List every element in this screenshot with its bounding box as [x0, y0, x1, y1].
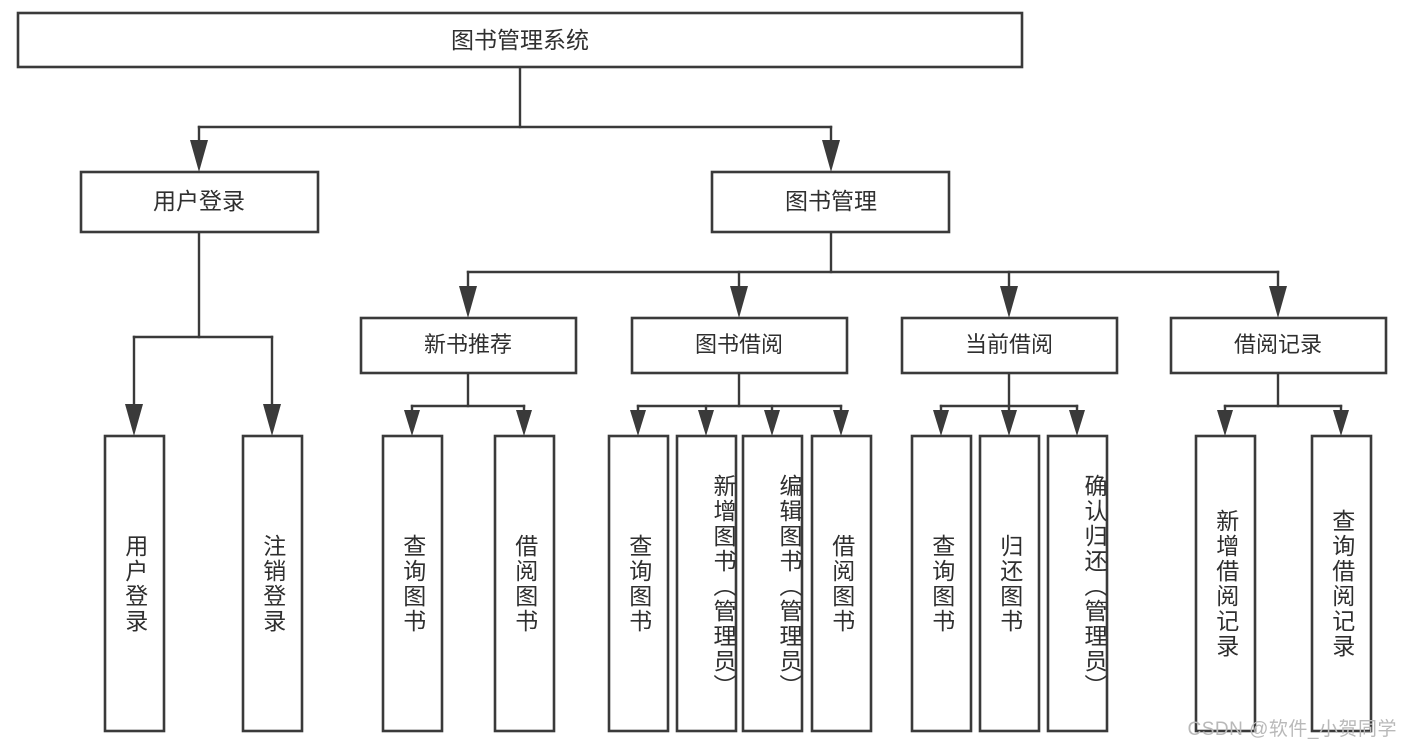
node-new-book-recommend[interactable]: 新书推荐 [359, 316, 578, 375]
arrow-to-leaf-user-login [125, 404, 143, 436]
node-leaf-query-book-borrow[interactable] [607, 434, 670, 733]
arrow-to-book-management [822, 140, 840, 172]
arrow-to-leaf-confirm-return [1069, 410, 1085, 436]
connector-current-to-leaves [933, 371, 1085, 436]
arrow-to-leaf-return-book [1001, 410, 1017, 436]
node-leaf-query-book-recommend[interactable] [381, 434, 444, 733]
node-new-book-recommend-label: 新书推荐 [424, 332, 512, 357]
node-leaf-edit-book[interactable] [741, 434, 804, 733]
arrow-to-leaf-borrow-book-recommend [516, 410, 532, 436]
connector-record-to-leaves [1217, 371, 1349, 436]
arrow-to-leaf-add-book [698, 410, 714, 436]
arrow-to-leaf-edit-book [764, 410, 780, 436]
node-leaf-borrow-book-recommend[interactable] [493, 434, 556, 733]
node-book-management[interactable]: 图书管理 [710, 170, 951, 234]
node-user-login-label: 用户登录 [153, 188, 245, 214]
node-leaf-user-login[interactable] [103, 434, 166, 733]
arrow-to-new-book-recommend [459, 286, 477, 318]
node-leaf-add-record[interactable] [1194, 434, 1257, 733]
arrow-to-leaf-query-book-current [933, 410, 949, 436]
arrow-to-user-login [190, 140, 208, 172]
connector-root-to-level2 [190, 65, 840, 172]
node-current-borrow[interactable]: 当前借阅 [900, 316, 1119, 375]
node-leaf-query-book-current[interactable] [910, 434, 973, 733]
node-user-login[interactable]: 用户登录 [79, 170, 320, 234]
watermark-text: CSDN @软件_小贺同学 [1187, 719, 1397, 740]
arrow-to-leaf-logout [263, 404, 281, 436]
node-leaf-logout[interactable] [241, 434, 304, 733]
node-borrow-record[interactable]: 借阅记录 [1169, 316, 1388, 375]
node-leaf-return-book[interactable] [978, 434, 1041, 733]
arrow-to-leaf-query-book-borrow [630, 410, 646, 436]
arrow-to-current-borrow [1000, 286, 1018, 318]
arrow-to-borrow-record [1269, 286, 1287, 318]
connector-bookmgmt-to-level3 [459, 230, 1287, 318]
connector-recommend-to-leaves [404, 371, 532, 436]
node-leaf-confirm-return[interactable] [1046, 434, 1109, 733]
arrow-to-leaf-query-record [1333, 410, 1349, 436]
node-leaf-borrow-book[interactable] [810, 434, 873, 733]
node-current-borrow-label: 当前借阅 [965, 332, 1053, 357]
connector-borrow-to-leaves [630, 371, 849, 436]
node-leaf-query-record[interactable] [1310, 434, 1373, 733]
arrow-to-leaf-query-book-recommend [404, 410, 420, 436]
node-root-label: 图书管理系统 [451, 27, 589, 53]
node-book-borrow[interactable]: 图书借阅 [630, 316, 849, 375]
arrow-to-leaf-add-record [1217, 410, 1233, 436]
node-borrow-record-label: 借阅记录 [1234, 332, 1322, 357]
node-book-borrow-label: 图书借阅 [695, 332, 783, 357]
arrow-to-book-borrow [730, 286, 748, 318]
node-leaf-add-book[interactable] [675, 434, 738, 733]
leaf-boxes [103, 434, 1373, 733]
node-book-management-label: 图书管理 [785, 188, 877, 214]
node-root[interactable]: 图书管理系统 [16, 11, 1024, 69]
connector-userlogin-to-leaves [125, 230, 281, 436]
arrow-to-leaf-borrow-book [833, 410, 849, 436]
